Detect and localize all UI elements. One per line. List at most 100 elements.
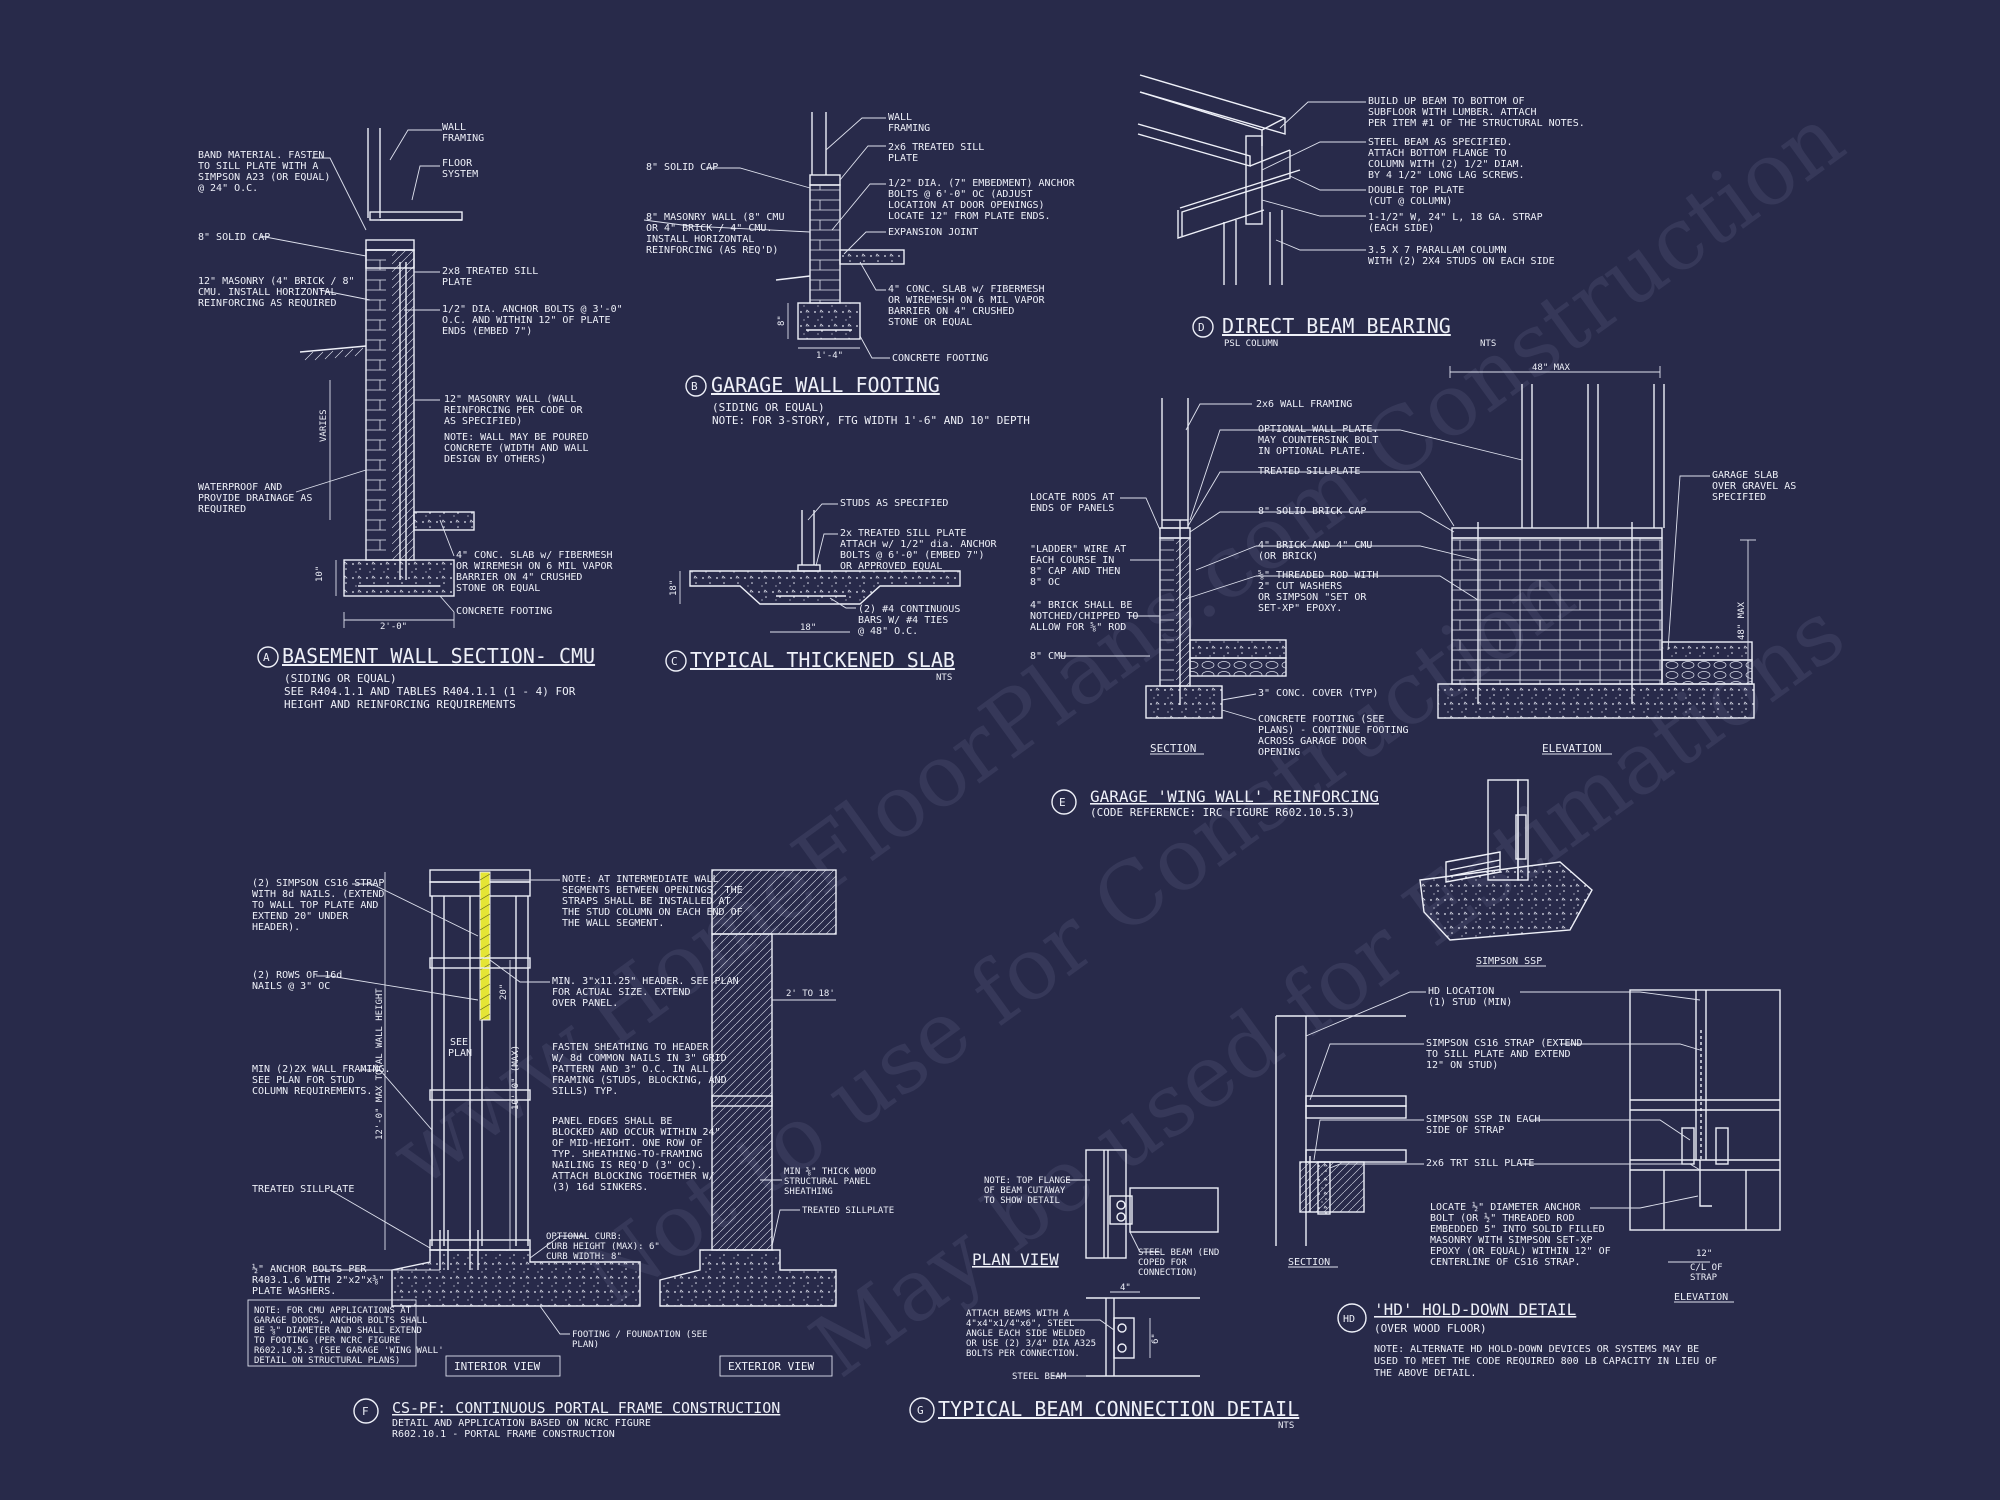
detail-g-nts: NTS xyxy=(1278,1421,1294,1431)
detail-f-edges-2: BLOCKED AND OCCUR WITHIN 24" xyxy=(552,1127,721,1138)
detail-a-band-3: SIMPSON A23 (OR EQUAL) xyxy=(198,172,330,183)
detail-f-strap-1: (2) SIMPSON CS16 STRAP xyxy=(252,878,384,889)
detail-a-band-1: BAND MATERIAL. FASTEN xyxy=(198,150,324,161)
detail-hd-cl-3: STRAP xyxy=(1690,1273,1718,1283)
detail-f-sillplate-2: TREATED SILLPLATE xyxy=(802,1206,894,1216)
detail-e-ladder-4: 8" OC xyxy=(1030,577,1060,588)
detail-d-col-1: 3.5 X 7 PARALLAM COLUMN xyxy=(1368,245,1506,256)
detail-e-ladder-3: 8" CAP AND THEN xyxy=(1030,566,1120,577)
detail-e-footing-3: ACROSS GARAGE DOOR xyxy=(1258,736,1367,747)
detail-f-inter-5: THE WALL SEGMENT. xyxy=(562,918,664,929)
detail-e-opt-2: MAY COUNTERSINK BOLT xyxy=(1258,435,1378,446)
detail-d-sub: PSL COLUMN xyxy=(1224,339,1278,349)
detail-f-min-1: MIN (2)2X WALL FRAMING. xyxy=(252,1064,390,1075)
detail-a-wall-1: 12" MASONRY WALL (WALL xyxy=(444,394,576,405)
detail-e-notched-1: 4" BRICK SHALL BE xyxy=(1030,600,1132,611)
detail-e-sub: (CODE REFERENCE: IRC FIGURE R602.10.5.3) xyxy=(1090,806,1355,819)
detail-hd-letter: HD xyxy=(1343,1314,1355,1325)
detail-b-dim-width: 1'-4" xyxy=(816,351,843,361)
detail-c-dim-width: 18" xyxy=(800,623,816,633)
detail-hd-bolt-2: BOLT (OR ½" THREADED ROD xyxy=(1430,1212,1575,1224)
detail-b-garage-wall-footing: 8" 1'-4" WALL FRAMING 2x6 TREATED SILL P… xyxy=(643,112,1076,427)
detail-a-sub-3: HEIGHT AND REINFORCING REQUIREMENTS xyxy=(284,698,516,711)
detail-a-title: BASEMENT WALL SECTION- CMU xyxy=(282,644,595,668)
detail-f-cmu-1: NOTE: FOR CMU APPLICATIONS AT xyxy=(254,1306,412,1316)
detail-g-attach-2: 4"x4"x1/4"x6", STEEL xyxy=(966,1319,1074,1329)
detail-d-title: DIRECT BEAM BEARING xyxy=(1222,314,1451,338)
detail-e-letter: E xyxy=(1059,796,1066,809)
detail-a-floor-1: FLOOR xyxy=(442,158,473,169)
detail-g-steel: STEEL BEAM xyxy=(1012,1372,1067,1382)
detail-g-attach-1: ATTACH BEAMS WITH A xyxy=(966,1309,1070,1319)
detail-a-poured-3: DESIGN BY OTHERS) xyxy=(444,454,546,465)
detail-a-sub-2: SEE R404.1.1 AND TABLES R404.1.1 (1 - 4)… xyxy=(284,685,576,698)
detail-a-slab-2: OR WIREMESH ON 6 MIL VAPOR xyxy=(456,561,614,572)
detail-g-flange-3: TO SHOW DETAIL xyxy=(984,1196,1060,1206)
detail-hd-note-2: USED TO MEET THE CODE REQUIRED 800 LB CA… xyxy=(1374,1356,1717,1367)
detail-e-opt-1: OPTIONAL WALL PLATE. xyxy=(1258,424,1378,435)
detail-b-masonry-2: OR 4" BRICK / 4" CMU. xyxy=(646,223,772,234)
detail-f-curb-3: CURB WIDTH: 8" xyxy=(546,1252,622,1262)
detail-f-letter: F xyxy=(362,1405,369,1418)
detail-d-steel-2: ATTACH BOTTOM FLANGE TO xyxy=(1368,148,1506,159)
detail-b-sill-2: PLATE xyxy=(888,153,918,164)
detail-e-garage-3: SPECIFIED xyxy=(1712,492,1766,503)
detail-e-footing-2: PLANS) - CONTINUE FOOTING xyxy=(1258,725,1409,736)
detail-f-sheath-3: PATTERN AND 3" O.C. IN ALL xyxy=(552,1064,709,1075)
detail-f-portal-frame: SEE PLAN 12'-0" MAX TOTAL WALL HEIGHT 10… xyxy=(247,869,894,1440)
detail-c-sill-4: OR APPROVED EQUAL xyxy=(840,561,942,572)
detail-a-sub-1: (SIDING OR EQUAL) xyxy=(284,672,397,685)
detail-f-edges-7: (3) 16d SINKERS. xyxy=(552,1182,648,1193)
detail-e-rods-2: ENDS OF PANELS xyxy=(1030,503,1114,514)
detail-f-strap-3: TO WALL TOP PLATE AND xyxy=(252,900,378,911)
detail-g-end-1: STEEL BEAM (END xyxy=(1138,1248,1219,1258)
detail-a-water-3: REQUIRED xyxy=(198,504,246,515)
detail-d-plate-2: (CUT @ COLUMN) xyxy=(1368,196,1452,207)
detail-a-slab-3: BARRIER ON 4" CRUSHED xyxy=(456,572,582,583)
detail-e-ladder-1: "LADDER" WIRE AT xyxy=(1030,544,1126,555)
detail-g-beam-connection: PLAN VIEW 4" 6" NOTE: TOP FLANGE OF BEAM… xyxy=(909,1149,1299,1431)
detail-g-dim-4: 4" xyxy=(1120,1283,1131,1293)
detail-a-anchor-2: O.C. AND WITHIN 12" OF PLATE xyxy=(442,315,611,326)
detail-b-dim-height: 8" xyxy=(777,315,787,326)
detail-a-masonry-2: CMU. INSTALL HORIZONTAL xyxy=(198,287,336,298)
detail-f-found-2: PLAN) xyxy=(572,1340,599,1350)
detail-d-nts: NTS xyxy=(1480,339,1496,349)
detail-b-masonry-4: REINFORCING (AS REQ'D) xyxy=(646,245,778,256)
detail-f-edges-6: ATTACH BLOCKING TOGETHER W/ xyxy=(552,1171,715,1182)
detail-e-rod-1: ⅝" THREADED ROD WITH xyxy=(1258,569,1378,581)
detail-hd-cl-1: 12" xyxy=(1696,1249,1712,1259)
detail-f-min-2: SEE PLAN FOR STUD xyxy=(252,1075,354,1086)
detail-b-joint: EXPANSION JOINT xyxy=(888,227,978,238)
detail-e-notched-3: ALLOW FOR ⅝" ROD xyxy=(1030,621,1126,633)
detail-e-garage-1: GARAGE SLAB xyxy=(1712,470,1778,481)
detail-a-poured-2: CONCRETE (WIDTH AND WALL xyxy=(444,443,589,454)
detail-hd-strap-1: SIMPSON CS16 STRAP (EXTEND xyxy=(1426,1038,1583,1049)
detail-hd-strap-2: TO SILL PLATE AND EXTEND xyxy=(1426,1049,1571,1060)
detail-f-strap-5: HEADER). xyxy=(252,922,300,933)
detail-g-flange-1: NOTE: TOP FLANGE xyxy=(984,1176,1071,1186)
detail-a-dim-width: 2'-0" xyxy=(380,622,407,632)
simpson-ssp-label: SIMPSON SSP xyxy=(1476,956,1542,967)
detail-f-sillplate: TREATED SILLPLATE xyxy=(252,1184,354,1195)
detail-d-build-2: SUBFLOOR WITH LUMBER. ATTACH xyxy=(1368,107,1537,118)
detail-f-strap-4: EXTEND 20" UNDER xyxy=(252,911,349,922)
detail-c-studs: STUDS AS SPECIFIED xyxy=(840,498,948,509)
detail-f-dim-10: 10'-0" (MAX) xyxy=(511,1045,521,1110)
simpson-ssp-sketch: SIMPSON SSP xyxy=(1419,779,1593,967)
detail-f-dim-2to18: 2' TO 18' xyxy=(786,989,835,999)
detail-f-edges-5: NAILING IS REQ'D (3" OC). xyxy=(552,1160,703,1171)
detail-g-end-2: COPED FOR xyxy=(1138,1258,1187,1268)
detail-d-direct-beam-bearing: BUILD UP BEAM TO BOTTOM OF SUBFLOOR WITH… xyxy=(1137,74,1585,349)
detail-f-sub-1: DETAIL AND APPLICATION BASED ON NCRC FIG… xyxy=(392,1418,651,1429)
detail-b-footing: CONCRETE FOOTING xyxy=(892,353,988,364)
detail-c-letter: C xyxy=(671,655,678,668)
detail-g-letter: G xyxy=(917,1404,924,1417)
detail-a-floor-2: SYSTEM xyxy=(442,169,478,180)
detail-d-letter: D xyxy=(1198,321,1205,334)
detail-e-ladder-2: EACH COURSE IN xyxy=(1030,555,1114,566)
detail-f-inter-2: SEGMENTS BETWEEN OPENINGS, THE xyxy=(562,885,743,896)
detail-e-rods-1: LOCATE RODS AT xyxy=(1030,492,1114,503)
detail-g-attach-4: OR USE (2) 3/4" DIA A325 xyxy=(966,1339,1096,1349)
detail-b-wall-2: FRAMING xyxy=(888,123,930,134)
